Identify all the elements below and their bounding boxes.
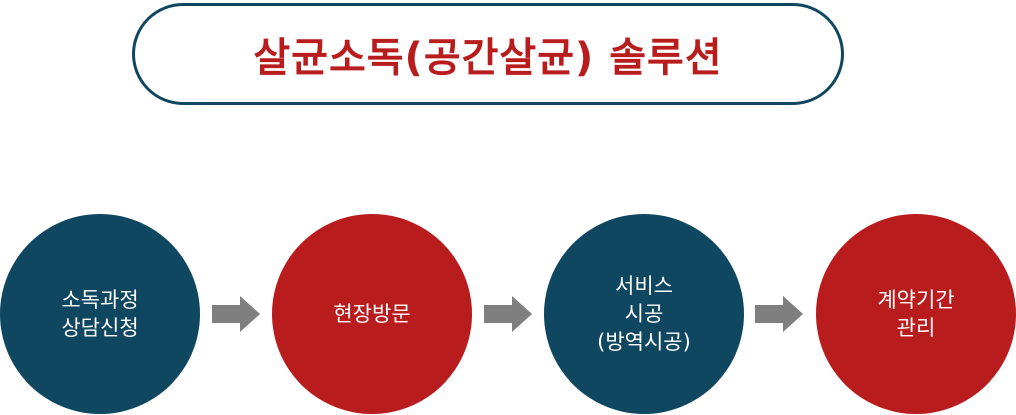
step-label: 계약기간 관리 bbox=[877, 288, 955, 340]
step-label: 소독과정 상담신청 bbox=[61, 288, 139, 340]
step-label: 현장방문 bbox=[333, 302, 411, 326]
step-label: 서비스 시공 (방역시공) bbox=[597, 274, 691, 354]
diagram-title: 살균소독(공간살균) 솔루션 bbox=[253, 35, 723, 81]
arrow-right-icon bbox=[755, 296, 803, 332]
arrow-right-icon bbox=[212, 296, 260, 332]
step-contract-management-circle: 계약기간 관리 bbox=[816, 214, 1016, 414]
arrow-right-icon bbox=[484, 296, 532, 332]
step-service-circle: 서비스 시공 (방역시공) bbox=[544, 214, 744, 414]
title-banner: 살균소독(공간살균) 솔루션 bbox=[132, 3, 844, 105]
step-consultation-circle: 소독과정 상담신청 bbox=[0, 214, 200, 414]
step-site-visit-circle: 현장방문 bbox=[272, 214, 472, 414]
